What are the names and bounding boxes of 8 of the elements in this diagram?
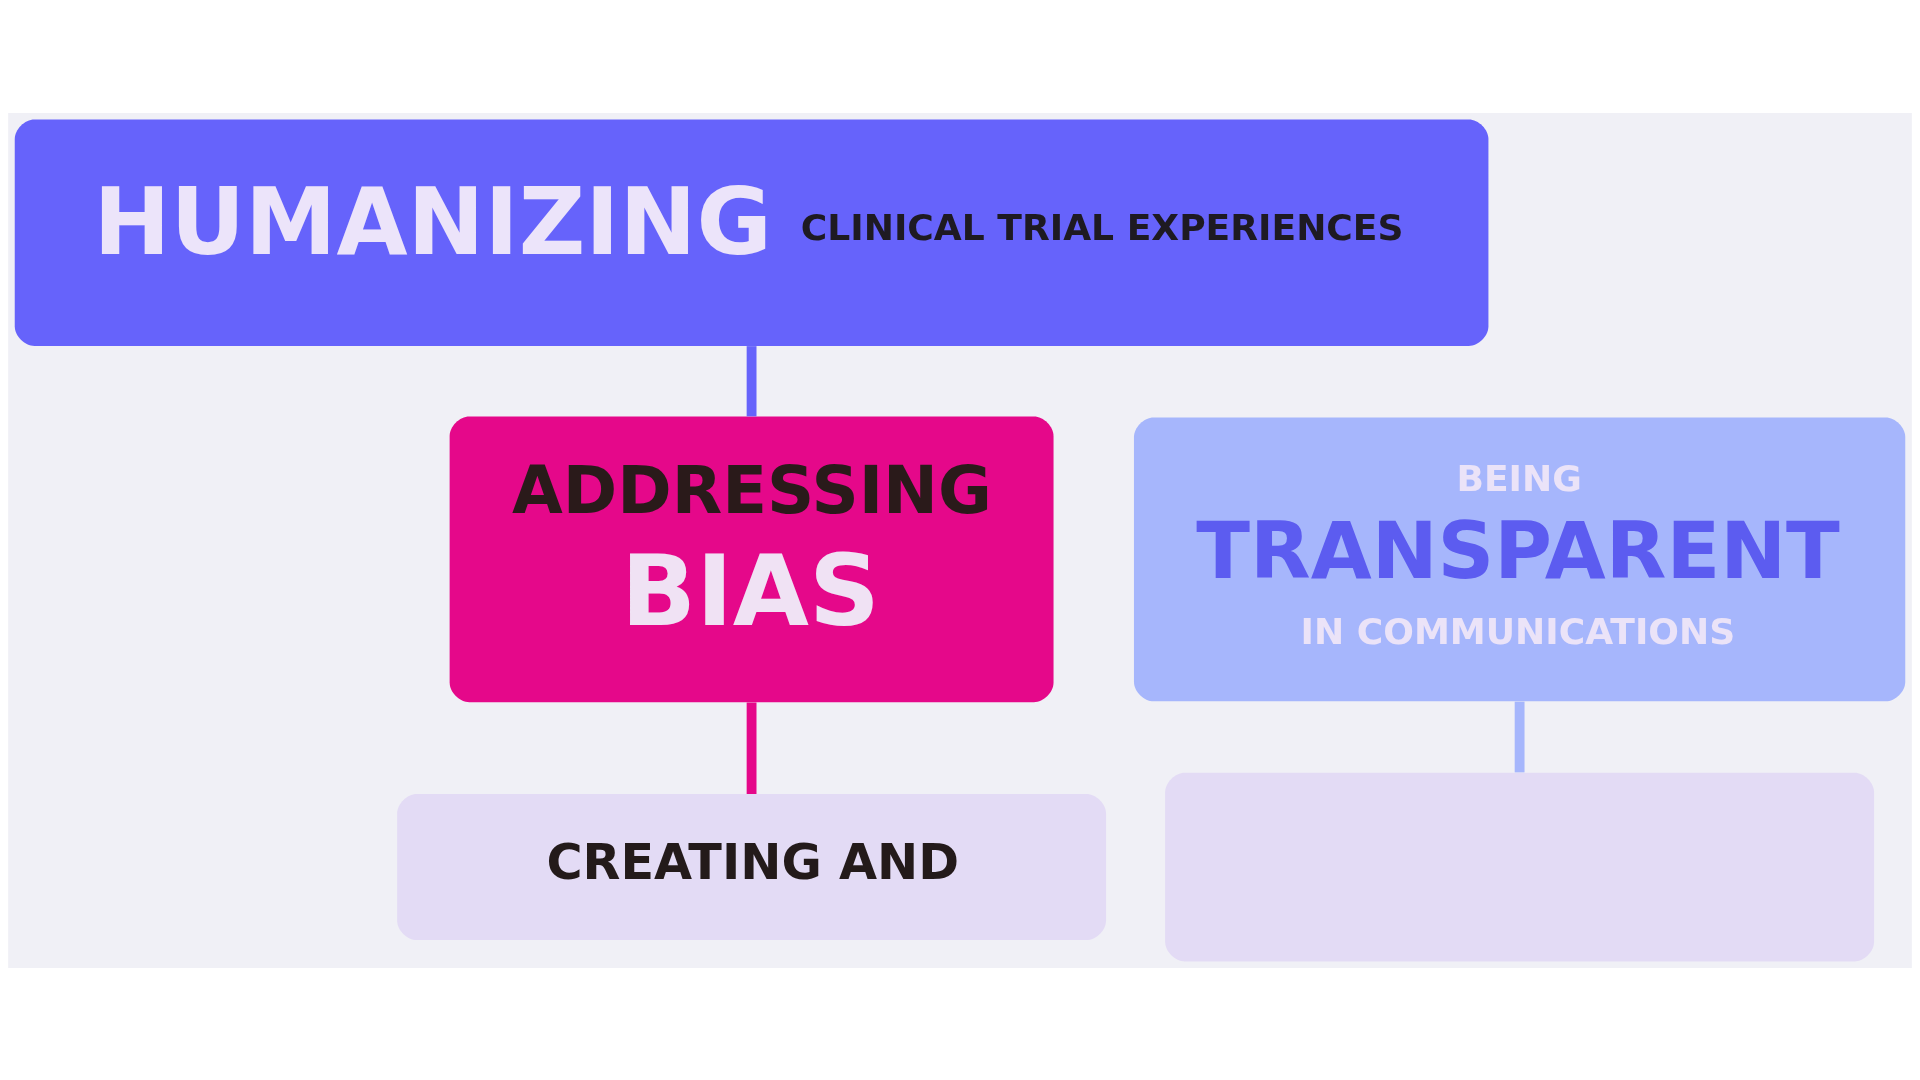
- node-box: HUMANIZING CLINICAL TRIAL EXPERIENCES: [14, 119, 1489, 346]
- connector: [746, 345, 757, 416]
- connector: [746, 702, 757, 794]
- node-box: BEING TRANSPARENT IN COMMUNICATIONS: [1133, 416, 1906, 701]
- node-box: CREATING AND: [397, 793, 1107, 940]
- connector: [1514, 701, 1525, 772]
- node-box: [1165, 772, 1875, 961]
- node-box: ADDRESSING BIAS: [449, 416, 1054, 702]
